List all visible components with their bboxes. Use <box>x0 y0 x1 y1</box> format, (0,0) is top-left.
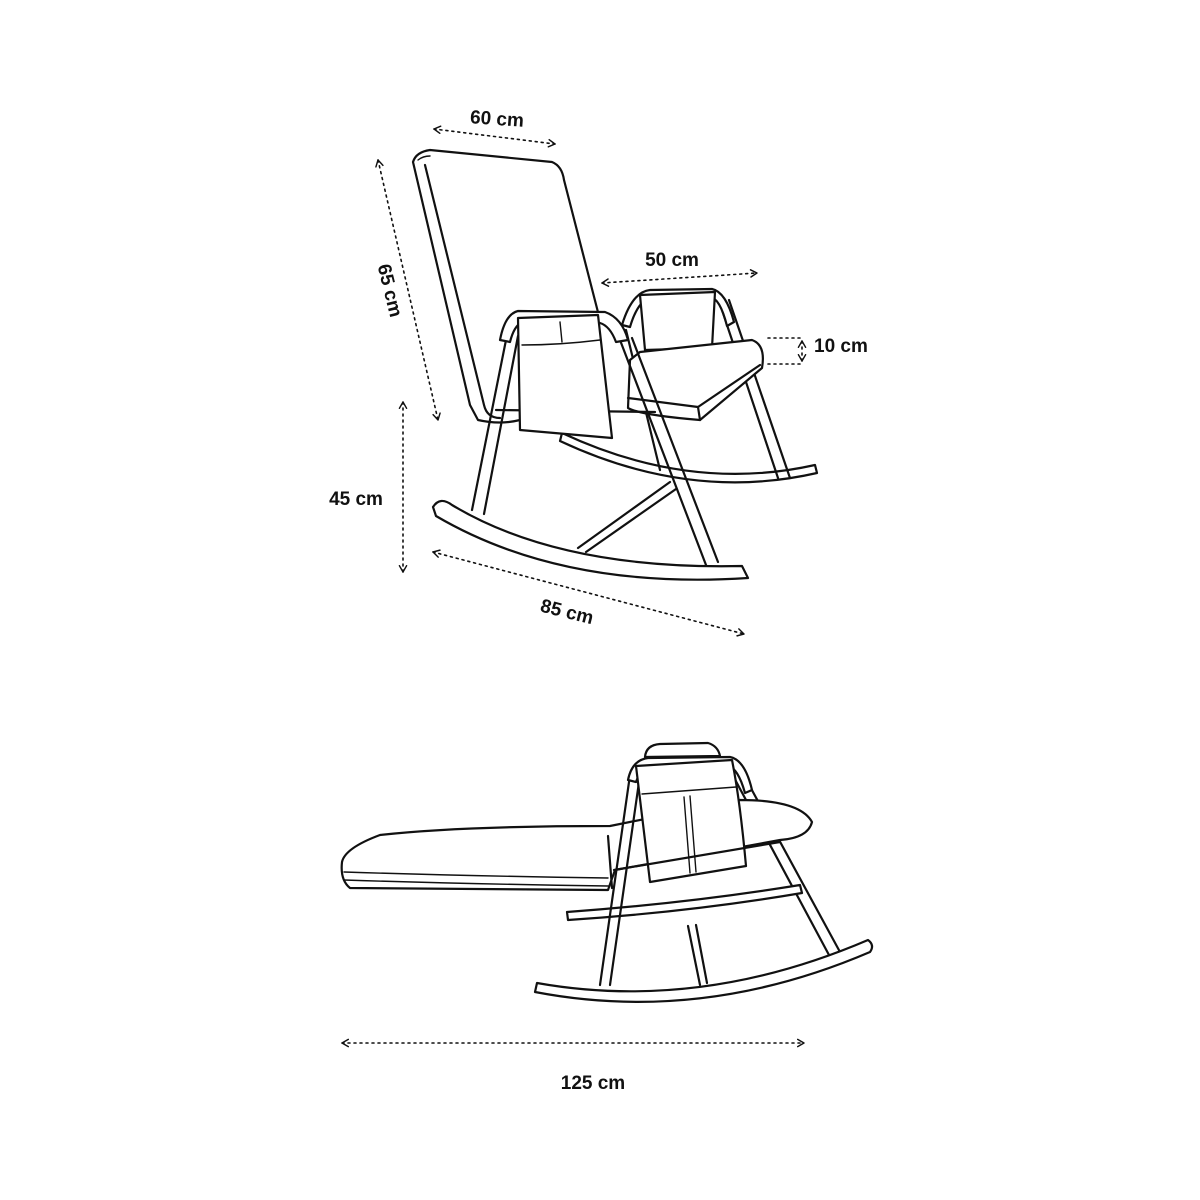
front-right-leg <box>618 338 708 567</box>
backrest-width-label: 60 cm <box>469 107 524 132</box>
seat-height-label: 45 cm <box>329 489 383 510</box>
front-side-pocket <box>516 313 614 440</box>
backrest-height-label: 65 cm <box>373 262 406 319</box>
back-right-leg <box>727 298 792 480</box>
unfolded-length-label: 125 cm <box>561 1073 625 1094</box>
unfolded-chair-drawing <box>340 741 874 1003</box>
front-left-leg <box>470 328 510 512</box>
dimension-line-65 <box>375 159 441 421</box>
dimension-line-60 <box>433 125 556 148</box>
back-rocker-unfolded <box>565 883 804 922</box>
rear-side-pocket <box>638 290 717 352</box>
dimension-lines <box>375 125 807 637</box>
dimension-line-85 <box>432 549 745 637</box>
dimension-line-50 <box>601 269 758 287</box>
cushion-thickness-label: 10 cm <box>814 336 868 357</box>
front-rocker-unfolded <box>533 938 874 1003</box>
back-rocker <box>558 431 819 484</box>
rocking-chair-drawing <box>411 148 819 581</box>
seat-depth-label: 50 cm <box>645 250 699 271</box>
cross-brace <box>576 480 672 550</box>
depth-label: 85 cm <box>538 596 595 629</box>
